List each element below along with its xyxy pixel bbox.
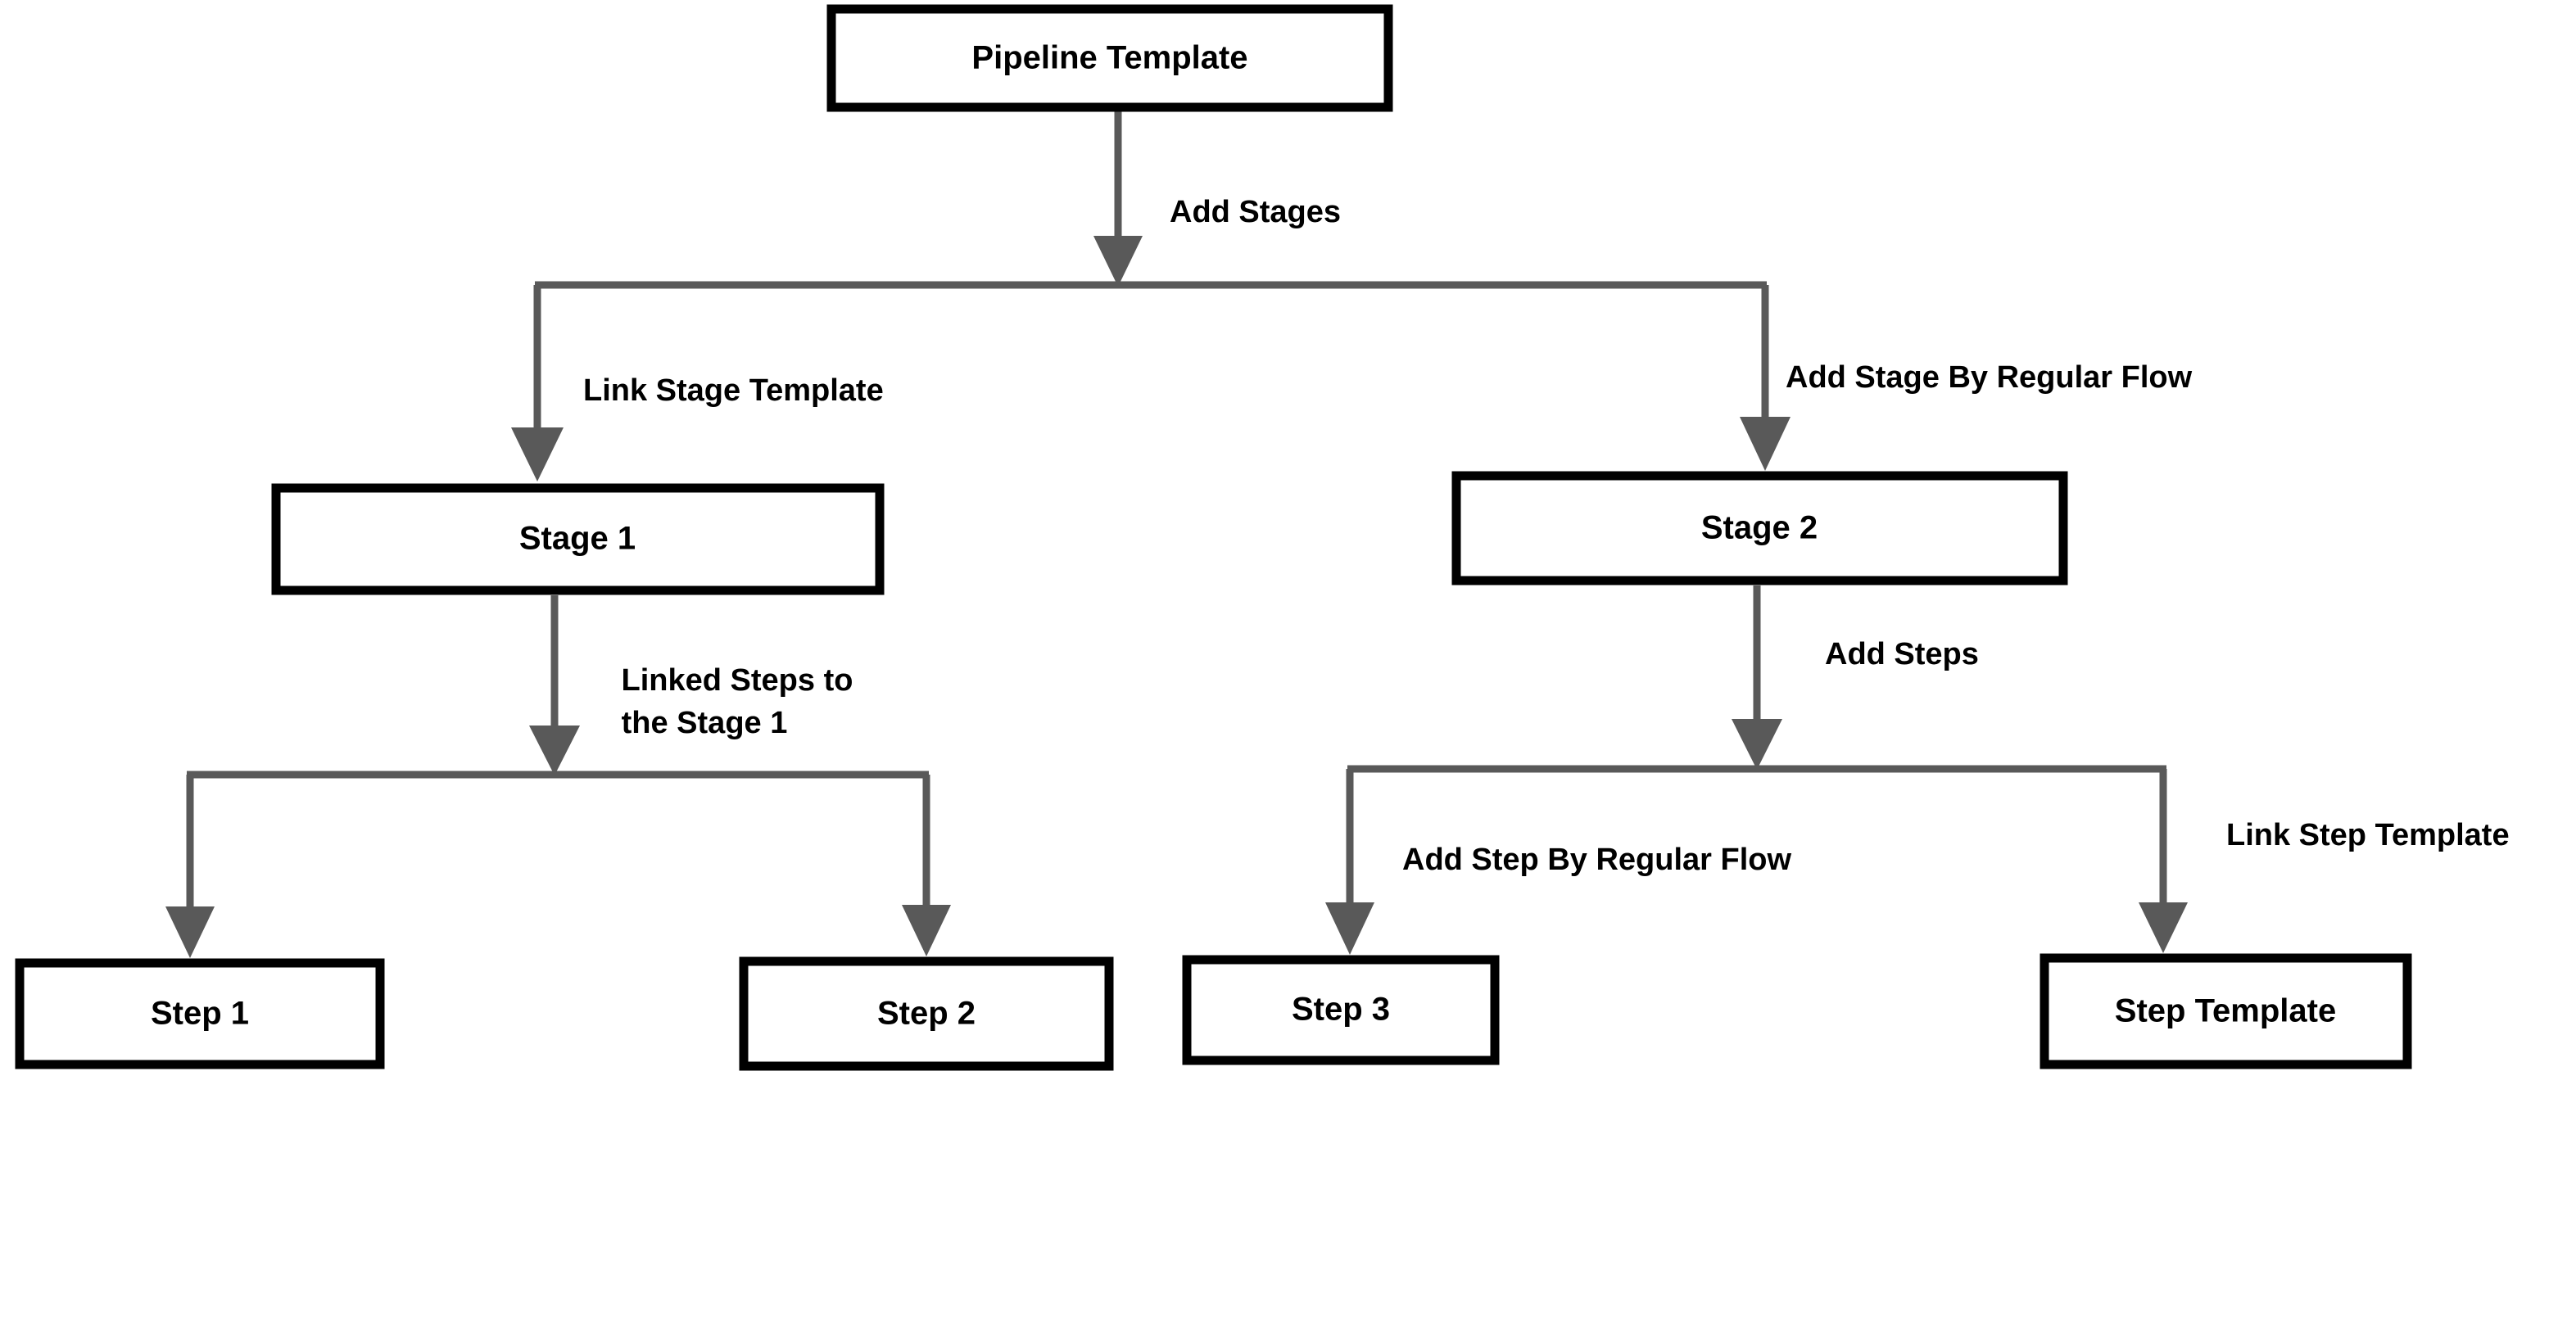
edge-label-linked-steps-line-2: the Stage 1 <box>622 706 788 740</box>
edge-link-stage-template-arrowhead <box>511 427 564 481</box>
edge-label-add-step-by-regular-flow: Add Step By Regular Flow <box>1402 843 1791 877</box>
node-step-template-rect[interactable] <box>2040 953 2412 1069</box>
edge-label-linked-steps-line-1: Linked Steps to <box>622 663 853 698</box>
node-step-1[interactable]: Step 1 <box>15 958 385 1069</box>
edge-step-2-arrowhead <box>902 905 951 956</box>
edge-linked-steps-to-stage-1 <box>529 595 580 775</box>
node-stage-2-label: Stage 2 <box>1701 510 1818 546</box>
node-step-3-label: Step 3 <box>1292 992 1390 1028</box>
node-stage-1[interactable]: Stage 1 <box>271 483 885 595</box>
node-pipeline-template-rect[interactable] <box>826 4 1393 112</box>
node-step-2[interactable]: Step 2 <box>739 956 1114 1071</box>
edge-label-add-stage-by-regular-flow: Add Stage By Regular Flow <box>1786 360 2193 395</box>
edge-step-1-arrowhead <box>165 906 215 958</box>
edge-label-link-step-template: Link Step Template <box>2226 818 2510 852</box>
edge-add-stage-by-regular-flow <box>1740 285 1791 471</box>
edge-label-linked-steps-to-stage-1: Linked Steps to the Stage 1 <box>622 663 853 740</box>
node-pipeline-template[interactable]: Pipeline Template <box>826 4 1393 112</box>
edge-add-step-by-regular-flow <box>1325 769 1374 955</box>
edge-label-add-steps: Add Steps <box>1825 637 1979 671</box>
edge-link-step-template-arrowhead <box>2139 902 2188 953</box>
node-step-3[interactable]: Step 3 <box>1182 955 1500 1065</box>
edge-add-step-by-regular-flow-arrowhead <box>1325 902 1374 955</box>
node-stage-2-rect[interactable] <box>1451 471 2068 585</box>
edge-link-stage-template <box>511 285 564 481</box>
node-step-3-rect[interactable] <box>1182 955 1500 1065</box>
node-step-template-label: Step Template <box>2115 993 2336 1029</box>
edge-add-steps <box>1732 585 1782 770</box>
node-step-2-rect[interactable] <box>739 956 1114 1071</box>
edge-label-add-stages: Add Stages <box>1170 195 1341 229</box>
node-step-2-label: Step 2 <box>877 996 976 1032</box>
node-stage-1-rect[interactable] <box>271 483 885 595</box>
edge-add-stages-arrowhead <box>1093 236 1143 287</box>
node-stage-1-label: Stage 1 <box>519 521 636 557</box>
edge-step-2 <box>902 775 951 956</box>
edge-add-stages <box>1093 111 1143 287</box>
edge-add-steps-arrowhead <box>1732 719 1782 770</box>
edge-label-link-stage-template: Link Stage Template <box>583 373 884 408</box>
node-step-template[interactable]: Step Template <box>2040 953 2412 1069</box>
node-stage-2[interactable]: Stage 2 <box>1451 471 2068 585</box>
node-pipeline-template-label: Pipeline Template <box>971 40 1247 76</box>
node-step-1-label: Step 1 <box>151 996 249 1032</box>
node-step-1-rect[interactable] <box>15 958 385 1069</box>
edge-add-stage-by-regular-flow-arrowhead <box>1740 417 1791 471</box>
edge-link-step-template <box>2139 769 2188 953</box>
edge-linked-steps-arrowhead <box>529 726 580 775</box>
edge-step-1 <box>165 775 215 958</box>
